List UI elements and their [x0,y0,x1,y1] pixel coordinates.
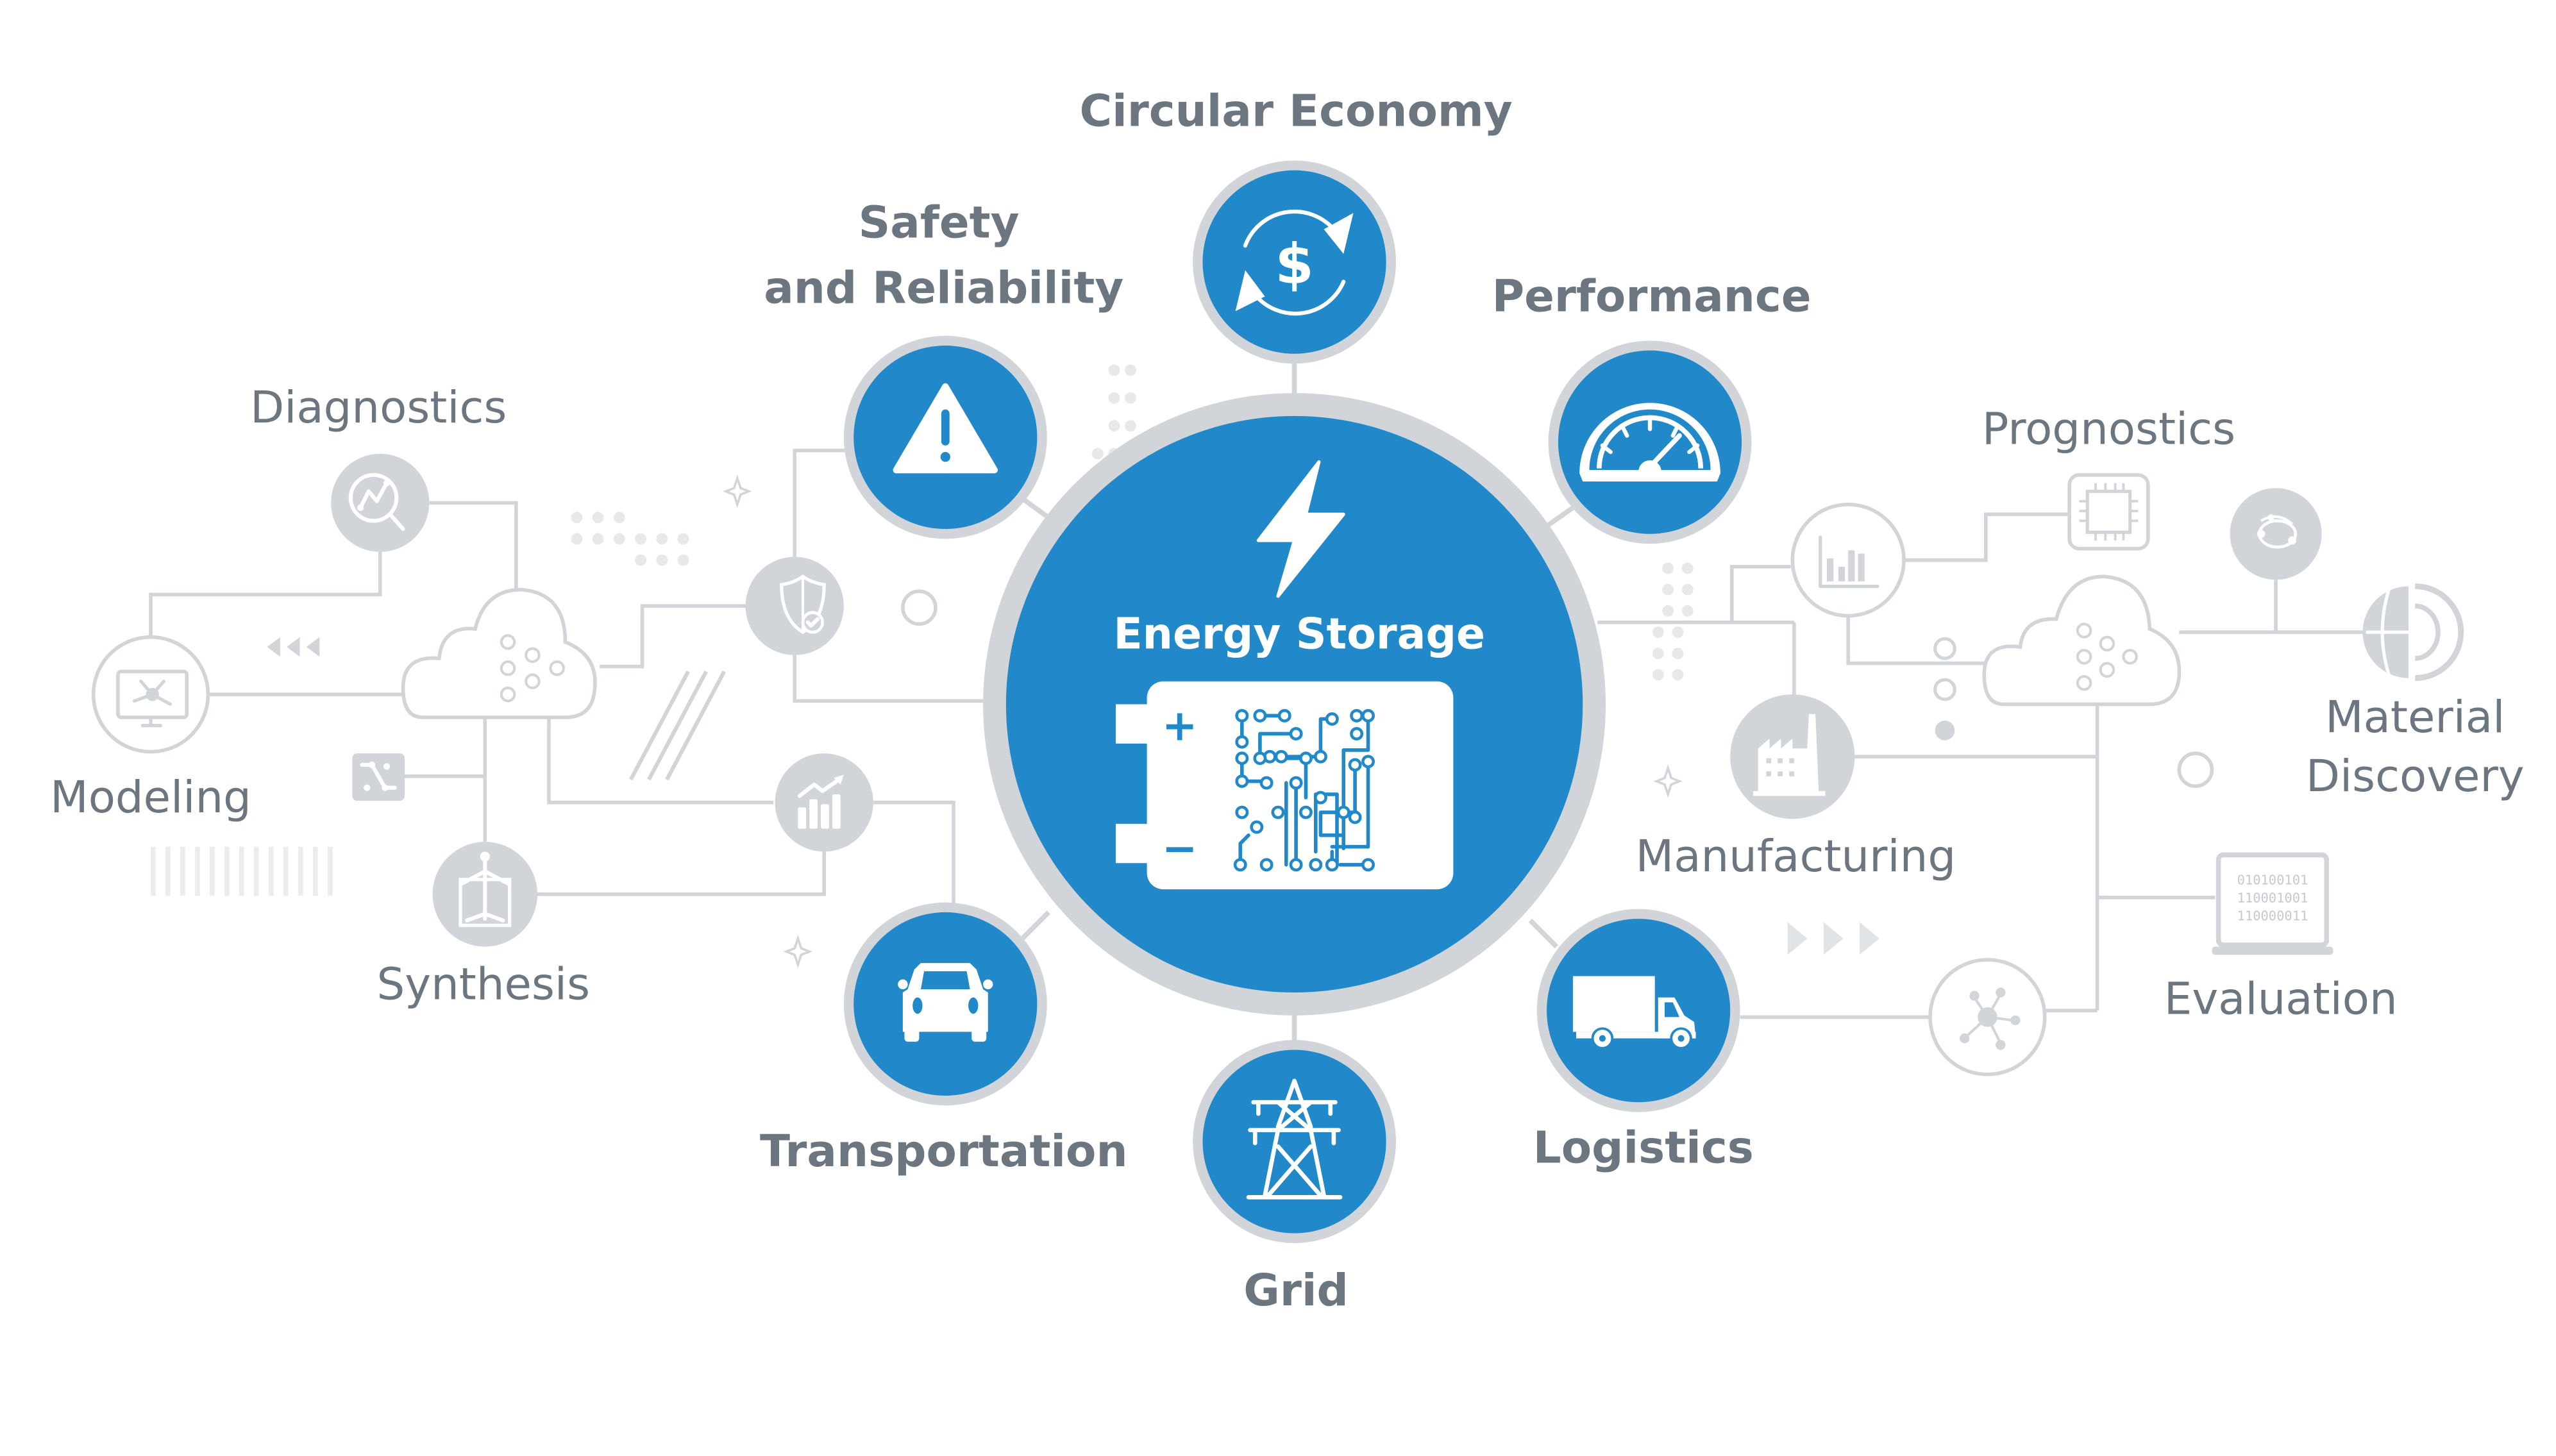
manufacturing-label: Manufacturing [1636,831,1956,882]
monitor-network-icon [116,669,189,728]
right-chevrons-icon [1787,922,1879,955]
car-icon [898,963,993,1042]
evaluation-label: Evaluation [2164,973,2398,1025]
cloud-neural-network-icon [401,587,597,719]
svg-text:010100101: 010100101 [2237,872,2308,887]
sparkle-icon [1653,764,1683,798]
node-diagnostics[interactable]: Diagnostics [250,382,507,552]
decorations [151,364,2214,969]
grid-label: Grid [1243,1265,1349,1316]
network-hub-icon [1928,958,2047,1076]
performance-label: Performance [1492,271,1812,322]
node-prognostics[interactable]: Prognostics [1982,403,2235,551]
logistics-label: Logistics [1533,1123,1754,1174]
globe-icon [2362,583,2464,682]
svg-text:110000011: 110000011 [2237,908,2308,924]
svg-text:−: − [1162,823,1198,873]
node-material-discovery[interactable]: Material Discovery [2306,583,2525,802]
diagonal-lines-decor [629,670,727,781]
lightning-bolt-icon [1256,460,1345,598]
prognostics-label: Prognostics [1982,403,2235,455]
satellite-safety[interactable]: Safety and Reliability [764,197,1123,539]
left-network-wires [149,448,987,909]
shield-check-icon [745,556,844,655]
svg-text:+: + [1162,701,1198,751]
sparkle-icon [723,474,752,508]
hollow-circle-decor [901,589,937,626]
material-discovery-label-line2: Discovery [2306,751,2525,802]
material-discovery-label-line1: Material [2325,692,2505,743]
satellite-transportation[interactable]: Transportation [760,902,1128,1177]
speedometer-icon [1579,403,1720,482]
circuit-chip-icon [352,753,405,801]
magnifier-graph-icon [348,473,405,531]
atom-orbit-icon [2230,488,2322,580]
sparkle-icon [783,935,813,969]
bar-chart-icon [1790,502,1906,618]
svg-text:$: $ [1275,232,1313,297]
satellite-circular-economy[interactable]: $ Circular Economy [1079,86,1513,364]
right-network-wires [1597,512,2368,1019]
factory-icon [1753,714,1826,796]
modeling-label: Modeling [50,772,251,823]
battery-circuit-icon: + − [1116,681,1454,890]
safety-label-line1: Safety [859,197,1020,248]
power-tower-icon [1246,1078,1343,1200]
satellite-logistics[interactable]: Logistics [1533,908,1754,1174]
transportation-label: Transportation [760,1126,1128,1177]
circular-economy-label: Circular Economy [1079,86,1512,137]
center-label: Energy Storage [1113,609,1485,659]
reactor-vessel-icon [458,851,512,927]
satellite-grid[interactable]: Grid [1193,1040,1396,1316]
node-manufacturing[interactable]: Manufacturing [1636,694,1956,882]
hollow-circle-decor [2177,751,2214,788]
satellite-performance[interactable]: Performance [1492,271,1812,544]
node-synthesis[interactable]: Synthesis [376,842,590,1010]
warning-triangle-icon [893,383,998,474]
bar-chart-growth-icon [775,753,873,852]
laptop-binary-icon: 010100101 110001001 110000011 [2212,852,2333,955]
barcode-decor [151,846,333,896]
node-modeling[interactable]: Modeling [50,635,251,823]
diagnostics-label: Diagnostics [250,382,507,433]
center-energy-storage[interactable]: Energy Storage + − [983,393,1606,1016]
dot-grid-right [1652,562,1694,681]
dot-grid-left [571,512,689,566]
left-chevrons-icon [267,637,320,657]
node-evaluation[interactable]: 010100101 110001001 110000011 Evaluation [2164,852,2398,1025]
safety-label-line2: and Reliability [764,263,1123,314]
microchip-icon [2067,473,2150,551]
cloud-neural-network-icon [1982,574,2182,707]
dollar-cycle-icon: $ [1235,209,1354,316]
svg-text:110001001: 110001001 [2237,891,2308,906]
truck-icon [1572,976,1696,1050]
synthesis-label: Synthesis [376,958,590,1010]
